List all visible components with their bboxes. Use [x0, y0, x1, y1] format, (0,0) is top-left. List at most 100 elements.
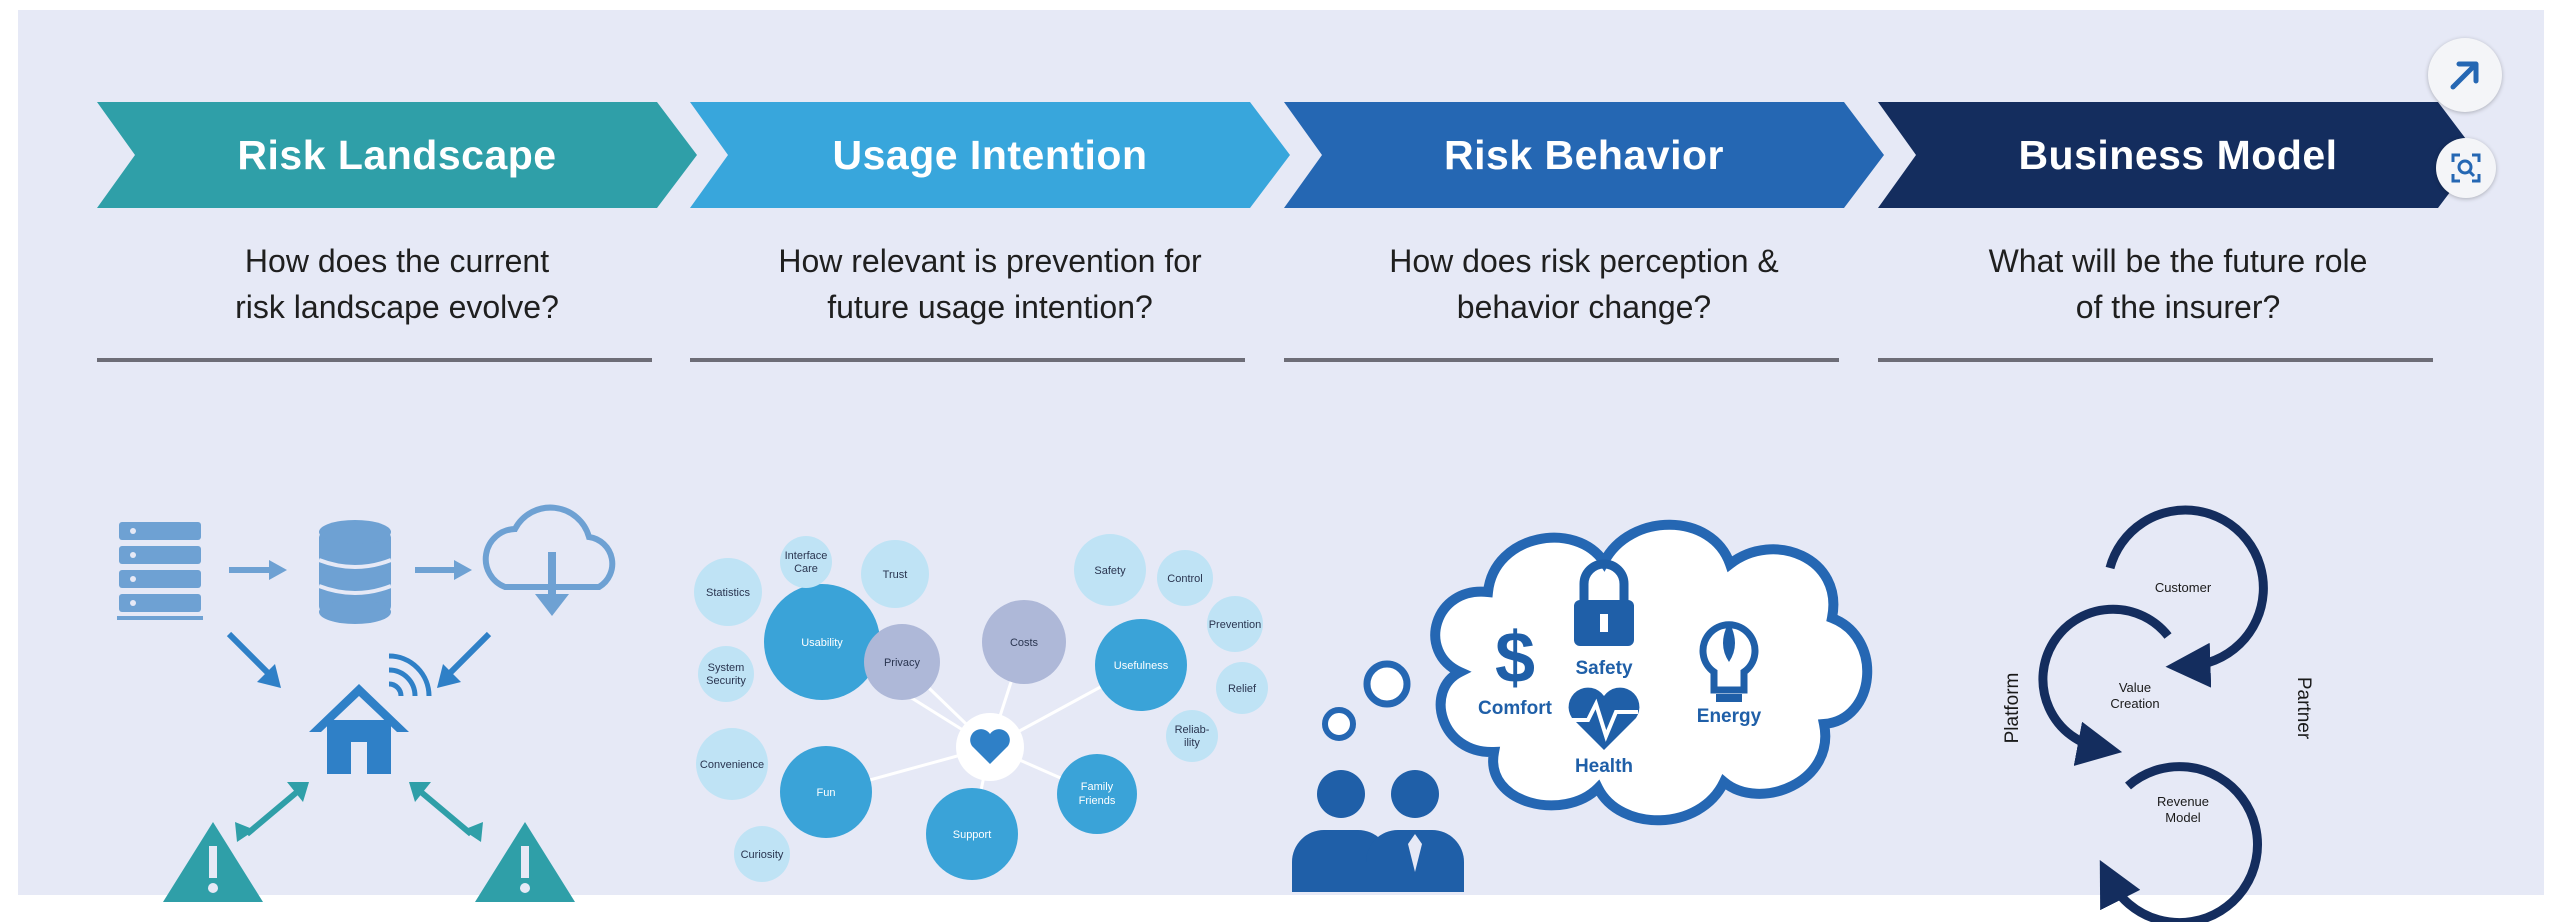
svg-text:Fun: Fun — [817, 787, 836, 799]
warning-icon — [475, 822, 575, 902]
label-comfort: Comfort — [1478, 698, 1553, 719]
svg-text:System: System — [708, 662, 745, 674]
lock-icon — [1574, 559, 1634, 646]
svg-text:Curiosity: Curiosity — [741, 849, 784, 861]
phase-title: Business Model — [2018, 131, 2338, 178]
svg-text:ility: ility — [1184, 737, 1200, 749]
visual-search-button[interactable] — [2436, 138, 2496, 198]
svg-text:Care: Care — [794, 563, 818, 575]
bubble-relief: Relief — [1216, 662, 1268, 714]
bubble-privacy: Privacy — [864, 624, 940, 700]
chevron-risk-behavior — [1284, 102, 1884, 208]
arrow-diagonal-icon — [226, 631, 492, 688]
svg-text:Relief: Relief — [1228, 683, 1257, 695]
label-partner: Partner — [2293, 677, 2314, 740]
svg-text:Support: Support — [953, 829, 992, 841]
heart-icon — [970, 729, 1010, 764]
phase-question: What will be the future role of the insu… — [1878, 238, 2478, 330]
bubble-control: Control — [1157, 550, 1213, 606]
question-line: How relevant is prevention for — [778, 243, 1202, 279]
phase-question: How does the current risk landscape evol… — [97, 238, 697, 330]
dollar-icon: $ — [1495, 618, 1535, 698]
label-energy: Energy — [1697, 706, 1762, 727]
heart-pulse-icon — [1568, 687, 1640, 750]
svg-text:Safety: Safety — [1094, 565, 1126, 577]
label-platform: Platform — [2002, 673, 2023, 744]
question-line: behavior change? — [1456, 289, 1712, 325]
bubble-statistics: Statistics — [694, 558, 762, 626]
arrow-up-right-icon — [2450, 61, 2479, 90]
lightbulb-icon — [1699, 621, 1759, 702]
arrow-right-icon — [229, 560, 287, 580]
infographic-panel: Risk Landscape How does the current risk… — [18, 10, 2544, 922]
phase-question: How does risk perception & behavior chan… — [1284, 238, 1884, 330]
question-line: How does the current — [244, 243, 550, 279]
risk-behavior-illustration: $ Comfort Safety Health Energy — [1292, 519, 1873, 892]
phase-title: Usage Intention — [832, 131, 1148, 178]
bubble-support: Support — [926, 788, 1018, 880]
label-health: Health — [1575, 756, 1633, 777]
warning-icon — [163, 822, 263, 902]
chevron-usage-intention — [690, 102, 1290, 208]
phase-title: Risk Landscape — [237, 131, 557, 178]
svg-text:Reliab-: Reliab- — [1175, 724, 1210, 736]
bubble-reliability: Reliab- ility — [1166, 710, 1218, 762]
smart-home-icon — [309, 653, 432, 774]
double-arrow-icon — [235, 782, 483, 842]
label-revenue-model-1: Revenue — [2157, 794, 2209, 809]
bubble-safety: Safety — [1074, 534, 1146, 606]
cycle-arrows — [2038, 505, 2268, 922]
bubble-prevention: Prevention — [1207, 596, 1263, 652]
bubble-fun: Fun — [780, 746, 872, 838]
thought-bubble — [1363, 660, 1411, 708]
question-line: risk landscape evolve? — [235, 289, 559, 325]
thought-cloud — [1430, 519, 1873, 826]
bubble-usability: Usability — [764, 584, 880, 700]
bubble-system-security: System Security — [698, 646, 754, 702]
bubble-costs: Costs — [982, 600, 1066, 684]
chevron-business-model — [1878, 102, 2478, 208]
bubble-trust: Trust — [861, 540, 929, 608]
phase-question: How relevant is prevention for future us… — [690, 238, 1290, 330]
svg-text:Costs: Costs — [1010, 637, 1039, 649]
thought-bubble — [1322, 707, 1356, 741]
svg-text:Control: Control — [1167, 573, 1202, 585]
bubble-usefulness: Usefulness — [1095, 619, 1187, 711]
bubble-center-heart — [956, 713, 1024, 781]
question-line: future usage intention? — [827, 289, 1153, 325]
label-value-creation-1: Value — [2119, 680, 2151, 695]
divider-line — [97, 358, 652, 362]
svg-text:Trust: Trust — [883, 569, 908, 581]
label-customer: Customer — [2155, 580, 2212, 595]
risk-landscape-illustration — [117, 504, 616, 902]
svg-text:Statistics: Statistics — [706, 587, 751, 599]
chevron-risk-landscape — [97, 102, 697, 208]
business-model-cycle: Customer Value Creation Revenue Model Pl… — [2002, 505, 2314, 922]
divider-line — [690, 358, 1245, 362]
label-revenue-model-2: Model — [2165, 810, 2201, 825]
svg-text:Friends: Friends — [1079, 795, 1116, 807]
svg-text:Privacy: Privacy — [884, 657, 921, 669]
svg-text:Usability: Usability — [801, 637, 843, 649]
bubble-family-friends: Family Friends — [1057, 754, 1137, 834]
svg-text:Prevention: Prevention — [1209, 619, 1262, 631]
arrow-right-icon — [415, 560, 472, 580]
svg-text:Security: Security — [706, 675, 746, 687]
svg-text:Interface: Interface — [785, 550, 828, 562]
svg-text:Usefulness: Usefulness — [1114, 660, 1169, 672]
divider-line — [1284, 358, 1839, 362]
bubble-convenience: Convenience — [696, 728, 768, 800]
svg-text:Family: Family — [1081, 781, 1114, 793]
question-line: How does risk perception & — [1389, 243, 1779, 279]
database-icon — [318, 520, 392, 624]
server-icon — [117, 522, 203, 620]
expand-button[interactable] — [2428, 38, 2502, 112]
cloud-download-icon — [482, 504, 616, 616]
question-line: What will be the future role — [1988, 243, 2368, 279]
phase-title: Risk Behavior — [1444, 131, 1724, 178]
people-icon — [1292, 770, 1464, 892]
question-line: of the insurer? — [2075, 289, 2281, 325]
label-safety: Safety — [1575, 658, 1632, 679]
visual-search-icon — [2451, 153, 2481, 183]
divider-line — [1878, 358, 2433, 362]
